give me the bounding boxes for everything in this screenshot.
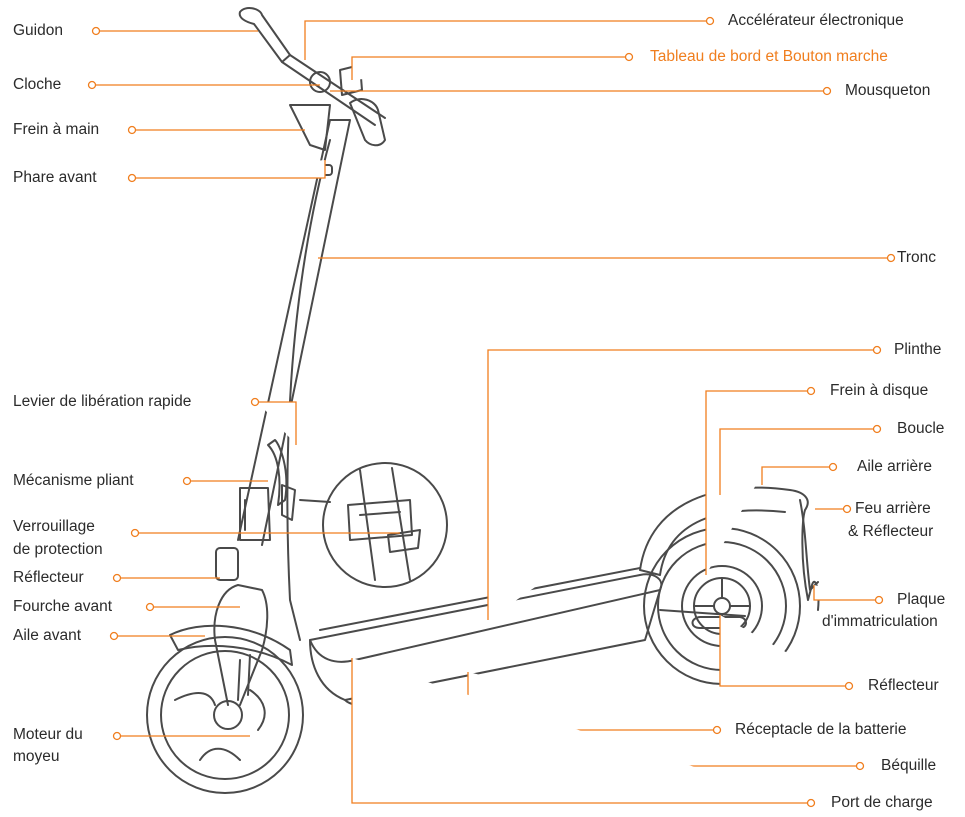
label-cloche: Cloche: [13, 76, 62, 93]
label-frein-disque: Frein à disque: [830, 382, 929, 399]
stem: [237, 119, 351, 546]
label-feu-1: Feu arrière: [855, 500, 931, 517]
label-fourche: Fourche avant: [13, 598, 113, 615]
label-plaque-2: d'immatriculation: [822, 613, 938, 630]
label-verrouillage-1: Verrouillage: [13, 518, 95, 535]
handlebar: [238, 7, 386, 176]
deck: [309, 567, 663, 706]
front-fork: [213, 584, 269, 706]
tail-light: [799, 499, 819, 591]
front-wheel: [146, 636, 304, 794]
label-guidon: Guidon: [13, 22, 63, 39]
label-reflecteur-arriere: Réflecteur: [868, 677, 939, 694]
label-plinthe: Plinthe: [894, 341, 942, 358]
label-aile-arriere: Aile arrière: [857, 458, 932, 475]
label-tableau: Tableau de bord et Bouton marche: [650, 48, 888, 65]
detail-inset: [299, 462, 448, 588]
label-moteur-2: moyeu: [13, 748, 60, 765]
rear-fender: [639, 486, 820, 611]
label-port-charge: Port de charge: [831, 794, 933, 811]
label-bequille: Béquille: [881, 757, 937, 774]
front-fender: [169, 624, 293, 666]
label-feu-2: & Réflecteur: [848, 523, 934, 540]
label-boucle: Boucle: [897, 420, 945, 437]
label-levier: Levier de libération rapide: [13, 393, 192, 410]
label-mousqueton: Mousqueton: [845, 82, 931, 99]
label-mecanisme: Mécanisme pliant: [13, 472, 134, 489]
label-receptacle: Réceptacle de la batterie: [735, 721, 907, 738]
front-reflector: [215, 547, 239, 581]
label-accelerateur: Accélérateur électronique: [728, 12, 904, 29]
label-aile-avant: Aile avant: [13, 627, 82, 644]
label-frein-main: Frein à main: [13, 121, 100, 138]
license-plate-arm: [659, 609, 747, 629]
label-verrouillage-2: de protection: [13, 541, 103, 558]
label-phare-avant: Phare avant: [13, 169, 97, 186]
label-moteur-1: Moteur du: [13, 726, 83, 743]
label-tronc: Tronc: [897, 249, 937, 266]
label-plaque-1: Plaque: [897, 591, 946, 608]
quick-release-lever: [267, 439, 288, 506]
label-reflecteur-avant: Réflecteur: [13, 569, 84, 586]
